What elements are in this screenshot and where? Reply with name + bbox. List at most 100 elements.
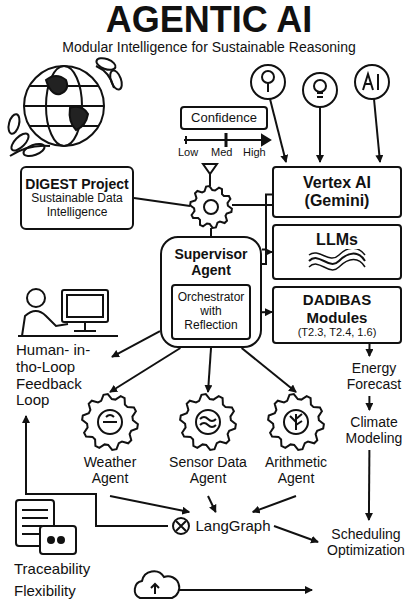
node-heading: Orchestrator with Reflection <box>175 291 247 332</box>
model-box: LLMs <box>272 224 402 280</box>
gear-hub <box>204 200 218 214</box>
connector-arrow <box>368 344 370 356</box>
leaf <box>108 69 124 91</box>
module-box: DADIBAS Modules(T2.3, T2.4, 1.6) <box>272 286 402 344</box>
text-label: Flexibility <box>14 582 134 599</box>
project-box: DIGEST ProjectSustainable Data Intellige… <box>20 166 134 230</box>
icon-circle <box>303 73 337 107</box>
slider-thumb <box>225 133 228 147</box>
leaf <box>7 113 22 135</box>
person-body <box>22 311 68 336</box>
server-light <box>48 537 54 543</box>
connector-arrow <box>110 496 189 512</box>
confidence-slider <box>184 133 270 186</box>
gear-outline <box>82 394 138 450</box>
node-heading: Human- in-tho-Loop Feedback Loop <box>16 342 108 409</box>
connector-line <box>209 174 211 186</box>
agent-gear: Arithmetic Agent <box>252 392 340 496</box>
feedback-loop: Human- in-tho-Loop Feedback Loop <box>16 342 112 416</box>
slider-arrow <box>262 135 270 145</box>
connector-line <box>134 198 190 206</box>
icon-circle <box>355 65 389 99</box>
pointer-triangle <box>203 164 217 174</box>
monitor-screen <box>67 295 103 317</box>
connector-arrow <box>208 348 211 392</box>
agent-gear: Sensor Data Agent <box>164 392 252 496</box>
connector-arrow <box>368 396 370 410</box>
gear-outline <box>268 394 324 450</box>
process-step: Scheduling Optimization <box>318 520 414 564</box>
person-head <box>27 289 45 307</box>
document-icon <box>16 500 76 554</box>
icon-arrow <box>319 107 321 162</box>
gear-symbol <box>178 392 238 452</box>
node-heading: Sensor Data Agent <box>166 454 250 486</box>
text-label: High <box>243 146 277 159</box>
model-box: Vertex AI (Gemini) <box>272 166 402 218</box>
icon-arrow <box>374 99 380 162</box>
cloud-arrow <box>151 584 159 594</box>
gear-links <box>134 198 272 236</box>
llm-wave-icon <box>305 249 369 273</box>
server-light <box>58 537 64 543</box>
node-heading: Arithmetic Agent <box>254 454 338 486</box>
node-heading: Scheduling Optimization <box>318 526 414 558</box>
gear-hub <box>284 410 308 434</box>
connector-arrow <box>274 526 318 542</box>
ai-glyph <box>363 74 378 90</box>
text-label: Med <box>211 146 241 159</box>
node-heading: Climate Modeling <box>336 414 412 446</box>
plant-icon <box>262 71 274 83</box>
node-heading: Supervisor Agent <box>168 246 254 278</box>
connector-line <box>210 228 212 236</box>
plant-stem <box>267 83 269 92</box>
node-heading: Confidence <box>191 111 257 126</box>
node-heading: Vertex AI (Gemini) <box>289 174 385 211</box>
gear-outline <box>180 394 236 450</box>
connector-arrow <box>242 348 296 392</box>
agent-gear: Weather Agent <box>66 392 154 496</box>
globe-outline <box>24 66 104 146</box>
wave-line <box>309 260 365 270</box>
globe-continent <box>46 76 67 94</box>
framework-node: LangGraph <box>168 512 274 540</box>
process-step: Climate Modeling <box>336 410 412 450</box>
connector-arrow <box>112 331 160 357</box>
cloud-icon <box>135 571 312 598</box>
otimes-cross <box>176 521 186 531</box>
sensor-glyph <box>200 417 216 427</box>
leaf <box>22 142 46 159</box>
gear-hub <box>196 410 220 434</box>
process-step: Energy Forecast <box>336 356 412 396</box>
connector-arrow <box>26 416 168 526</box>
gear-symbol <box>190 186 232 228</box>
connector-arrow <box>262 252 272 264</box>
arithmetic-glyph <box>290 414 302 430</box>
document <box>16 500 54 546</box>
text-label: Traceability <box>14 560 134 577</box>
node-heading: Energy Forecast <box>336 360 412 392</box>
connector-line <box>232 204 272 206</box>
connector-arrow <box>368 450 371 520</box>
connector-arrow <box>208 496 216 512</box>
node-heading: LLMs <box>316 231 358 249</box>
text-label: Low <box>178 146 208 159</box>
server <box>40 526 76 554</box>
human-illustration <box>18 289 118 336</box>
node-heading: Weather Agent <box>68 454 152 486</box>
connector-arrow <box>110 348 180 392</box>
bulb-base <box>317 93 323 97</box>
icon-row <box>251 65 389 162</box>
bulb-icon <box>314 80 326 92</box>
slider-track <box>184 139 262 141</box>
connector-arrow <box>253 496 296 512</box>
gear-hub <box>98 410 122 434</box>
weather-glyph <box>103 415 117 422</box>
node-body: (T2.3, T2.4, 1.6) <box>298 326 377 339</box>
globe-illustration <box>7 56 125 159</box>
globe-continent <box>70 107 88 130</box>
wave-line <box>309 249 365 258</box>
connector-arrow <box>262 195 272 250</box>
orchestrator-box: Orchestrator with Reflection <box>171 284 251 340</box>
